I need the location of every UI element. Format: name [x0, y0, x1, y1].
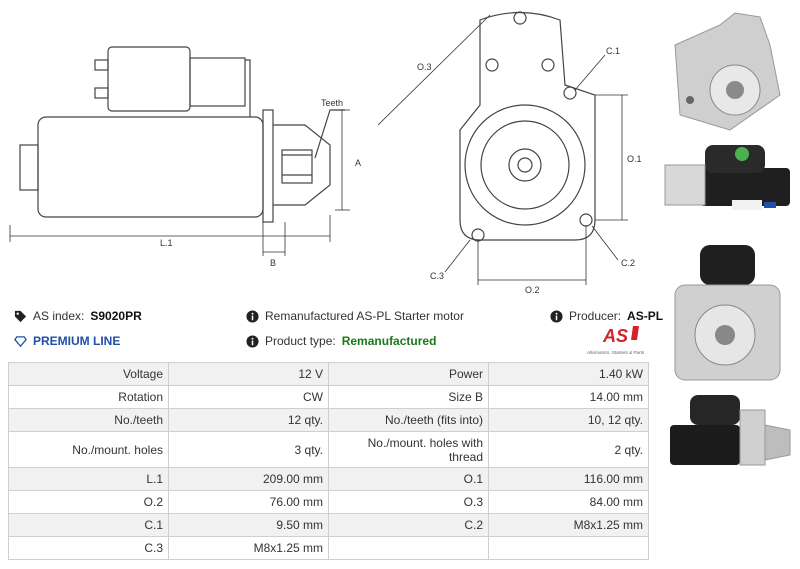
- product-type-value: Remanufactured: [341, 334, 437, 348]
- spec-value: 9.50 mm: [168, 513, 329, 537]
- as-index-line: AS index: S9020PR: [14, 309, 142, 323]
- label-a: A: [355, 158, 361, 168]
- label-c3: C.3: [430, 271, 444, 281]
- photo-side-view-1[interactable]: [660, 140, 800, 215]
- spec-label: No./mount. holes: [8, 431, 169, 468]
- spec-label: Size B: [328, 385, 489, 409]
- spec-label: No./mount. holes with thread: [328, 431, 489, 468]
- spec-label: C.3: [8, 536, 169, 560]
- info-icon: [246, 309, 259, 323]
- spec-label: No./teeth: [8, 408, 169, 432]
- label-o3: O.3: [417, 62, 432, 72]
- spec-value: M8x1.25 mm: [168, 536, 329, 560]
- spec-value: [488, 536, 649, 560]
- spec-label: O.1: [328, 467, 489, 491]
- spec-label: No./teeth (fits into): [328, 408, 489, 432]
- spec-label: Voltage: [8, 362, 169, 386]
- front-bore: [464, 104, 586, 226]
- description-line: Remanufactured AS-PL Starter motor: [246, 309, 464, 323]
- end-cap: [19, 144, 39, 191]
- label-b: B: [270, 258, 276, 268]
- spec-label: [328, 536, 489, 560]
- spec-value: 12 qty.: [168, 408, 329, 432]
- label-c1: C.1: [606, 46, 620, 56]
- spec-value: 3 qty.: [168, 431, 329, 468]
- product-type-label: Product type:: [265, 334, 336, 348]
- spec-value: 2 qty.: [488, 431, 649, 468]
- photo-rear-view[interactable]: [660, 240, 800, 385]
- tag-icon: [14, 310, 27, 322]
- label-c2: C.2: [621, 258, 635, 268]
- photo-side-view-2[interactable]: [660, 390, 800, 470]
- as-pl-logo: AS Alternators, Starters & Parts: [587, 326, 645, 355]
- description-text: Remanufactured AS-PL Starter motor: [265, 309, 464, 323]
- spec-label: Power: [328, 362, 489, 386]
- producer-value: AS-PL: [627, 309, 664, 323]
- logo-tagline: Alternators, Starters & Parts: [587, 350, 645, 355]
- photo-front-view[interactable]: [660, 5, 800, 135]
- spec-value: 209.00 mm: [168, 467, 329, 491]
- spec-value: 12 V: [168, 362, 329, 386]
- spec-value: 76.00 mm: [168, 490, 329, 514]
- info-icon: [550, 309, 563, 323]
- spec-label: O.3: [328, 490, 489, 514]
- label-o1: O.1: [627, 154, 642, 164]
- spec-value: 116.00 mm: [488, 467, 649, 491]
- spec-label: O.2: [8, 490, 169, 514]
- solenoid: [107, 46, 191, 112]
- technical-drawing: Teeth A L.1 B O.3 C.1 O.1 C.3 C.2 O.2: [9, 11, 642, 295]
- spec-value: 14.00 mm: [488, 385, 649, 409]
- label-l1: L.1: [160, 238, 173, 248]
- product-photos: [660, 0, 800, 569]
- spec-label: C.1: [8, 513, 169, 537]
- logo-mark: AS: [602, 326, 628, 346]
- spec-label: L.1: [8, 467, 169, 491]
- spec-value: M8x1.25 mm: [488, 513, 649, 537]
- spec-label: C.2: [328, 513, 489, 537]
- label-o2: O.2: [525, 285, 540, 295]
- front-flange-outline: [459, 11, 596, 241]
- mounting-flange: [262, 109, 274, 223]
- as-index-label: AS index:: [33, 309, 85, 323]
- motor-body: [37, 116, 264, 218]
- premium-line-label: PREMIUM LINE: [33, 334, 121, 348]
- spec-value: 84.00 mm: [488, 490, 649, 514]
- spec-value: 1.40 kW: [488, 362, 649, 386]
- label-teeth: Teeth: [321, 98, 343, 108]
- spec-value: 10, 12 qty.: [488, 408, 649, 432]
- premium-line: PREMIUM LINE: [14, 334, 120, 348]
- info-icon: [246, 334, 259, 348]
- as-index-value: S9020PR: [90, 309, 142, 323]
- diamond-icon: [14, 335, 27, 347]
- producer-line: Producer: AS-PL: [550, 309, 663, 323]
- spec-label: Rotation: [8, 385, 169, 409]
- spec-value: CW: [168, 385, 329, 409]
- product-type-line: Product type: Remanufactured: [246, 334, 436, 348]
- producer-label: Producer:: [569, 309, 622, 323]
